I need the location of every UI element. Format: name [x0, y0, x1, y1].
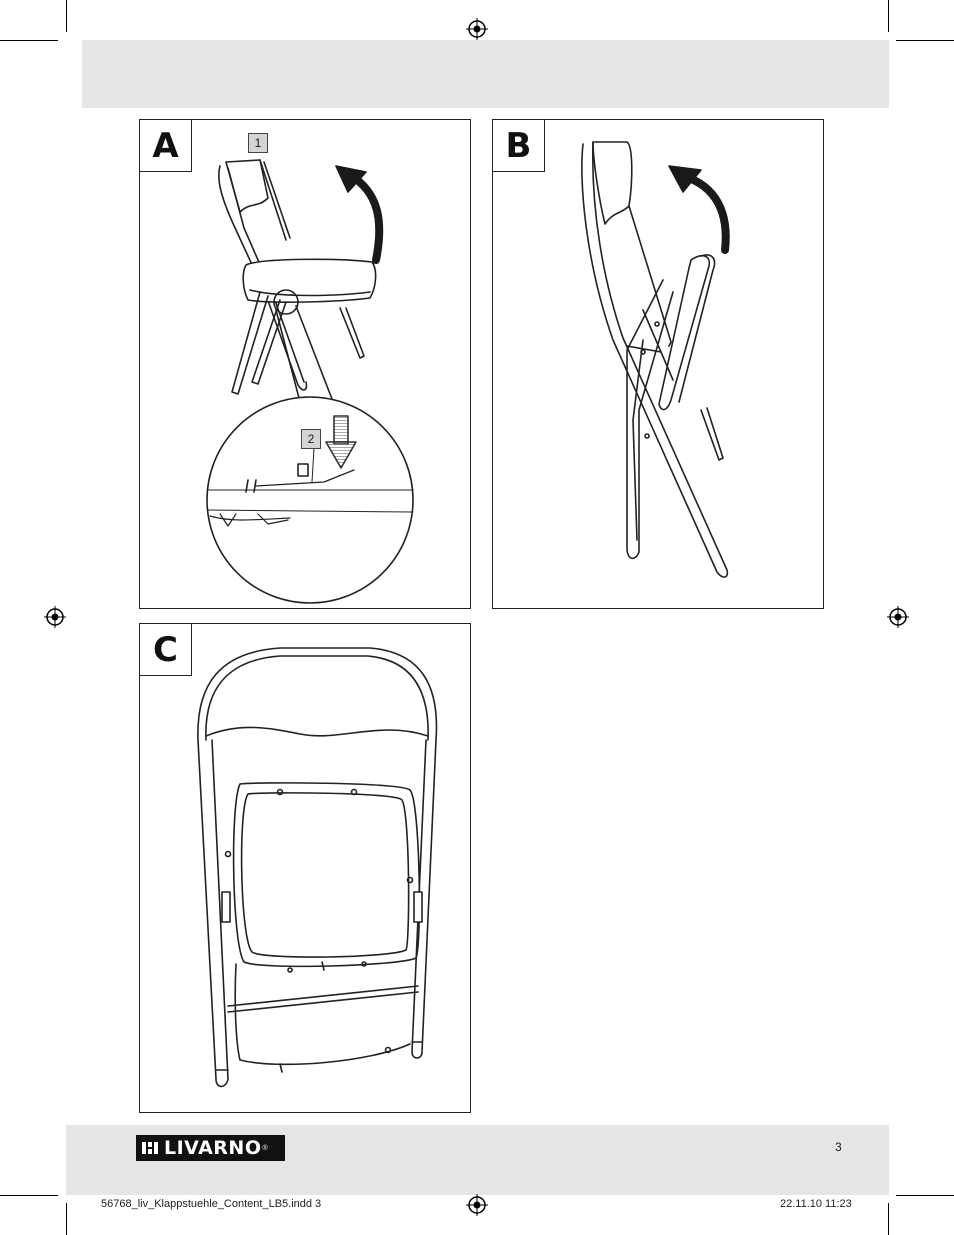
livarno-logo: LIVARNO®	[136, 1135, 285, 1161]
folded-chair-illustration	[197, 647, 438, 1088]
crop-mark	[0, 1195, 58, 1196]
crop-mark	[66, 1203, 67, 1235]
crop-mark	[888, 1203, 889, 1235]
registration-mark-icon	[44, 606, 66, 628]
livarno-logo-mark-icon	[142, 1142, 158, 1154]
part-callout-1: 1	[248, 133, 268, 153]
slug-file-info: 56768_liv_Klappstuehle_Content_LB5.indd …	[101, 1198, 322, 1210]
figure-b-label: B	[493, 120, 545, 172]
crop-mark	[66, 0, 67, 32]
part-callout-2: 2	[301, 429, 321, 449]
registered-mark: ®	[262, 1144, 268, 1152]
registration-mark-icon	[466, 18, 488, 40]
folding-chair-unfold-illustration	[206, 159, 414, 604]
crop-mark	[0, 40, 58, 41]
crop-mark	[888, 0, 889, 32]
registration-mark-icon	[887, 606, 909, 628]
logo-text: LIVARNO	[164, 1137, 262, 1159]
crop-mark	[896, 40, 954, 41]
figure-a-label: A	[140, 120, 192, 172]
page-number: 3	[835, 1140, 842, 1154]
folding-chair-folding-illustration	[581, 141, 730, 578]
figure-c-label: C	[140, 624, 192, 676]
figure-c-panel: C	[139, 623, 471, 1113]
slug-date-time: 22.11.10 11:23	[780, 1198, 852, 1210]
figure-a-panel: A	[139, 119, 471, 609]
registration-mark-icon	[466, 1194, 488, 1216]
crop-mark	[896, 1195, 954, 1196]
header-band	[82, 40, 889, 108]
figure-b-panel: B	[492, 119, 824, 609]
